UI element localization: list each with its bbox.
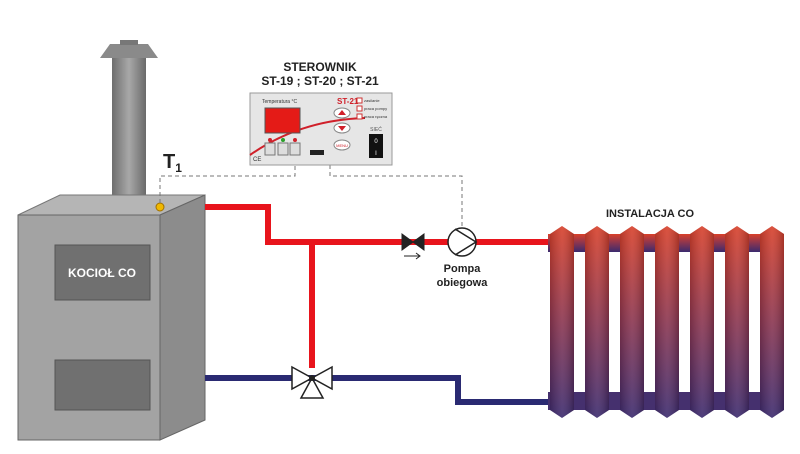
pump-label-line1: Pompa: [444, 263, 482, 275]
check-valve: [401, 233, 425, 260]
ce-mark: CE: [253, 157, 261, 163]
sensor-label: T1: [163, 151, 182, 175]
brand-logo: ST-21: [337, 97, 359, 106]
boiler-lower-door: [54, 359, 151, 411]
temperature-label: Temperatura °C: [262, 99, 297, 105]
sensor-wire: [159, 165, 296, 203]
return-pipe: [205, 375, 550, 405]
menu-button[interactable]: [333, 139, 351, 151]
switch-off: I: [375, 151, 377, 157]
temperature-sensor: [155, 202, 165, 212]
installation-label: INSTALACJA CO: [606, 208, 694, 220]
three-way-valve: [291, 365, 333, 399]
power-switch[interactable]: [369, 134, 383, 158]
boiler: KOCIOŁ CO: [17, 194, 206, 441]
legend-pump: praca pompy: [364, 106, 387, 111]
switch-on: 0: [374, 139, 378, 145]
menu-label: MENU: [336, 143, 348, 148]
circulation-pump: [447, 227, 478, 257]
controller-models: ST-19 ; ST-20 ; ST-21: [261, 74, 379, 88]
controller-panel: Temperatura °C ST-21 MENU zasilanie prac…: [249, 92, 393, 166]
switch-label: SIEĆ: [370, 126, 382, 133]
boiler-label: KOCIOŁ CO: [68, 266, 136, 280]
supply-pipe: [205, 204, 550, 245]
boiler-upper-door: [54, 244, 151, 301]
controller-title: STEROWNIK: [283, 60, 357, 74]
chimney: [100, 40, 158, 208]
pump-label-line2: obiegowa: [437, 277, 489, 289]
legend-manual: praca ręczna: [364, 114, 388, 119]
pump-wire: [329, 165, 463, 228]
fuse-icon: [310, 150, 324, 155]
temperature-display: [264, 107, 301, 134]
radiator: [548, 226, 784, 418]
legend-power: zasilanie: [364, 98, 380, 103]
